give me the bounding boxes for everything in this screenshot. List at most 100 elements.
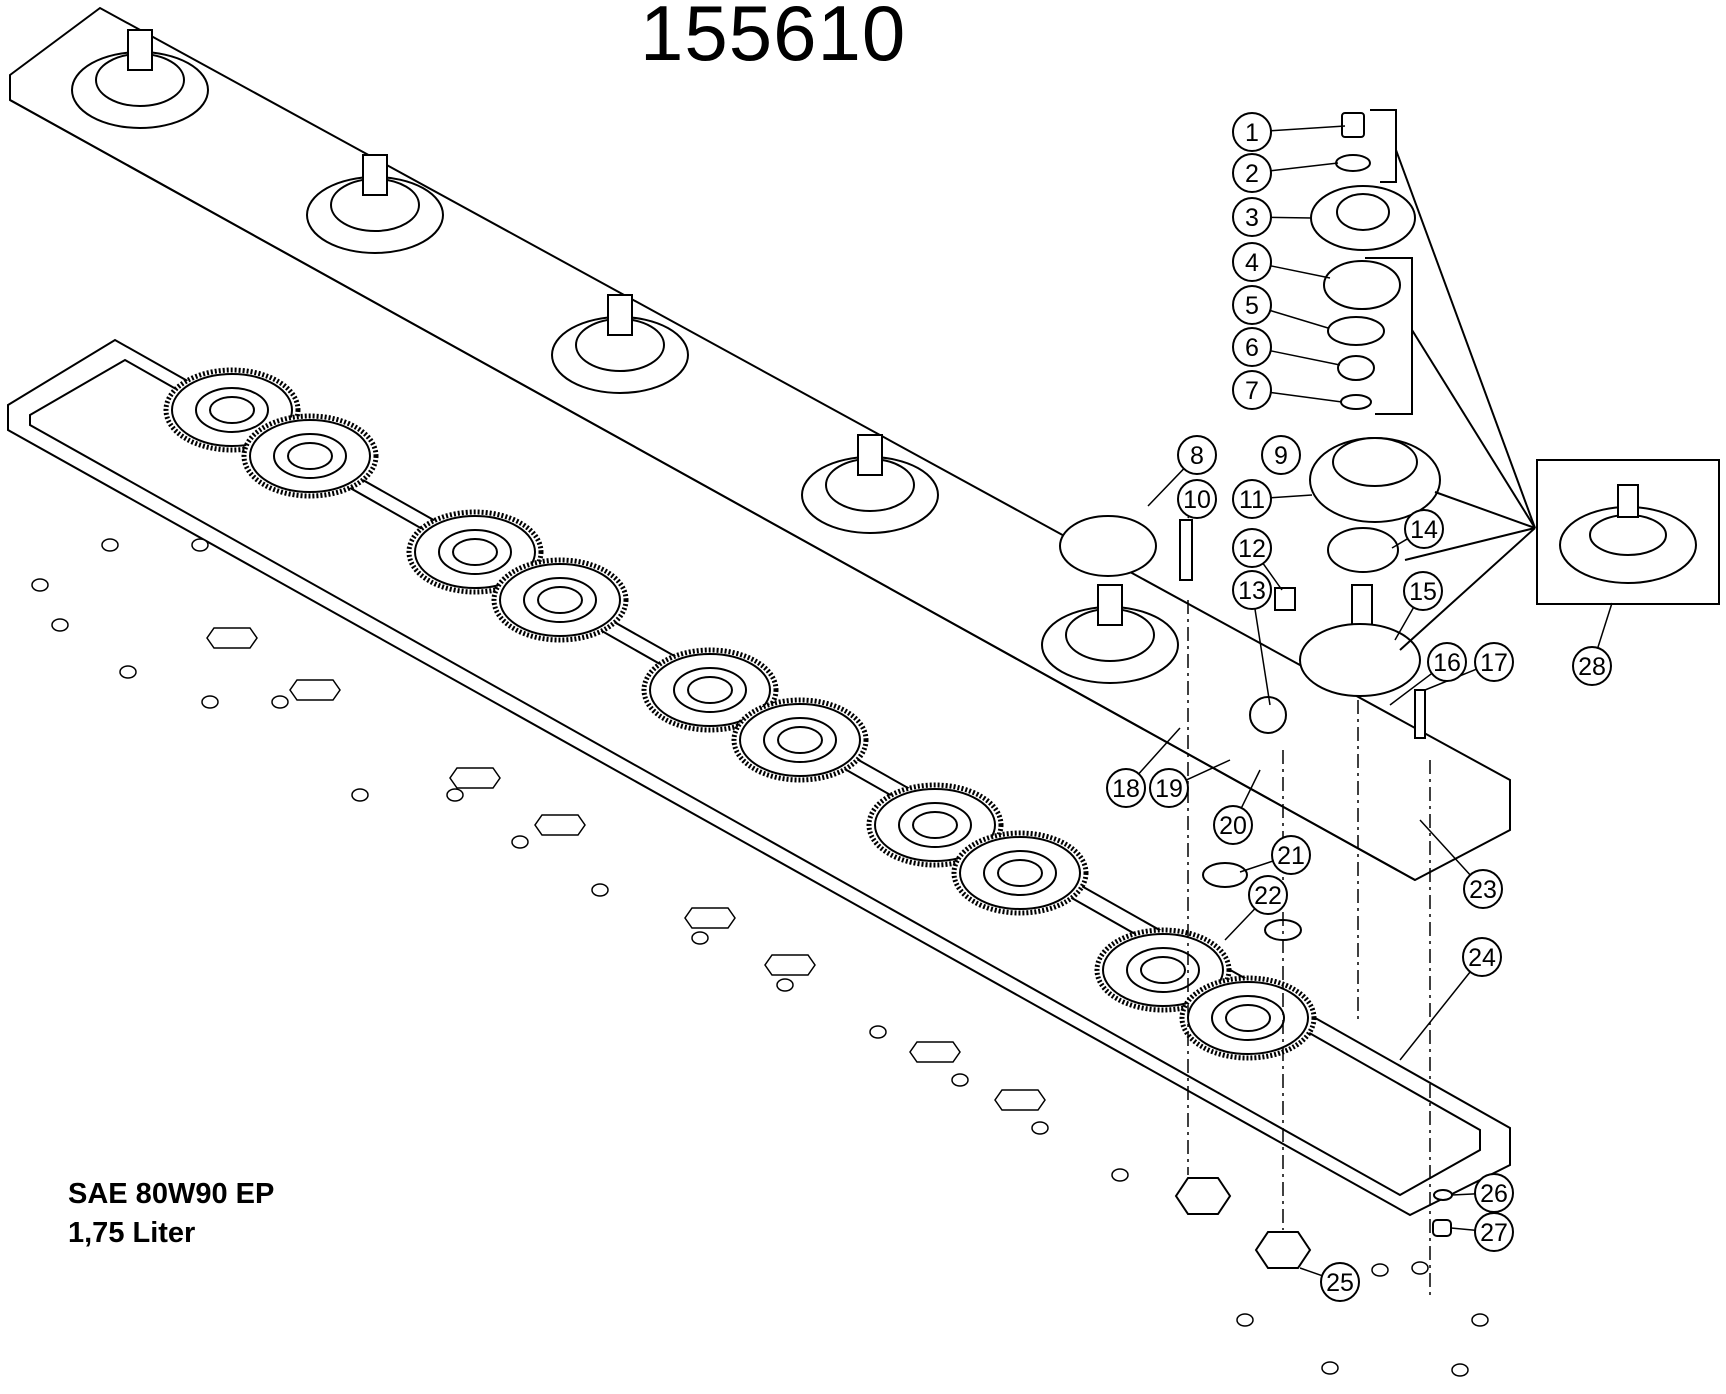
drive-unit [71, 29, 209, 129]
small-nut [1471, 1313, 1489, 1327]
callout-label: 22 [1254, 882, 1282, 910]
callout-label: 2 [1245, 160, 1259, 188]
large-nut [206, 627, 258, 649]
pinion-part-15 [1299, 623, 1421, 697]
small-nut [446, 788, 464, 802]
large-nut [994, 1089, 1046, 1111]
callout-27: 27 [1474, 1212, 1514, 1252]
callout-label: 4 [1245, 249, 1259, 277]
callout-16: 16 [1427, 642, 1467, 682]
small-nut [119, 665, 137, 679]
small-nut [1411, 1261, 1429, 1275]
callout-2: 2 [1232, 153, 1272, 193]
callout-label: 20 [1219, 812, 1247, 840]
callout-24: 24 [1462, 937, 1502, 977]
callout-label: 27 [1480, 1219, 1508, 1247]
callout-26: 26 [1474, 1173, 1514, 1213]
gear [1094, 927, 1232, 1013]
flange-part-8 [1059, 515, 1157, 577]
callout-23: 23 [1463, 869, 1503, 909]
ring-part-21 [1202, 862, 1248, 888]
callout-label: 21 [1277, 842, 1305, 870]
small-nut [511, 835, 529, 849]
nut-part-12 [1274, 587, 1296, 611]
callout-label: 5 [1245, 292, 1259, 320]
small-nut [591, 883, 609, 897]
callout-8: 8 [1177, 435, 1217, 475]
drive-unit [801, 434, 939, 534]
callout-label: 25 [1326, 1269, 1354, 1297]
bearing-part-4 [1323, 260, 1401, 310]
drawing-number: 155610 [640, 0, 907, 77]
gear [866, 782, 1004, 868]
callout-label: 11 [1239, 486, 1265, 514]
callout-12: 12 [1232, 528, 1272, 568]
detail-box-28 [1536, 459, 1720, 605]
drive-unit [306, 154, 444, 254]
group-brackets [1365, 109, 1536, 651]
gear [406, 509, 544, 595]
assembly-axes [1187, 600, 1431, 1300]
small-nut [51, 618, 69, 632]
large-nut [909, 1041, 961, 1063]
callout-label: 15 [1409, 578, 1437, 606]
callout-label: 6 [1245, 334, 1259, 362]
callout-1: 1 [1232, 112, 1272, 152]
small-nut [271, 695, 289, 709]
small-nut [1371, 1263, 1389, 1277]
drive-unit [1041, 584, 1179, 684]
small-nut [201, 695, 219, 709]
small-nut [101, 538, 119, 552]
nut-part-1 [1341, 112, 1365, 138]
callout-label: 10 [1183, 486, 1211, 514]
bearing-part-14 [1327, 527, 1399, 573]
large-nut [534, 814, 586, 836]
sleeve-part-13 [1249, 696, 1287, 734]
callout-18: 18 [1106, 768, 1146, 808]
washer-part-2 [1335, 154, 1371, 172]
large-nut [764, 954, 816, 976]
bolt-part-10 [1179, 519, 1193, 581]
small-nut [1031, 1121, 1049, 1135]
flange-bore [1336, 193, 1390, 231]
callout-5: 5 [1232, 285, 1272, 325]
small-nut [869, 1025, 887, 1039]
callout-14: 14 [1404, 509, 1444, 549]
callout-label: 28 [1578, 653, 1606, 681]
callout-11: 11 [1232, 479, 1272, 519]
oil-volume-note: 1,75 Liter [68, 1217, 196, 1249]
callout-label: 19 [1155, 775, 1183, 803]
nut-part-25 [1254, 1231, 1312, 1269]
small-nut [951, 1073, 969, 1087]
callout-label: 8 [1190, 442, 1204, 470]
lower-nut [1174, 1177, 1232, 1215]
gear [951, 830, 1089, 916]
small-nut [776, 978, 794, 992]
gear-train [163, 367, 1317, 1061]
housing-bore [1332, 437, 1418, 487]
callout-19: 19 [1149, 768, 1189, 808]
callout-label: 18 [1112, 775, 1140, 803]
callout-6: 6 [1232, 327, 1272, 367]
seal-part-26 [1433, 1189, 1453, 1201]
small-nut [191, 538, 209, 552]
plug-part-27 [1432, 1219, 1452, 1237]
callout-15: 15 [1403, 571, 1443, 611]
callout-13: 13 [1232, 570, 1272, 610]
exploded-assembly [1059, 112, 1453, 1269]
gear [1179, 975, 1317, 1061]
callout-label: 16 [1433, 649, 1461, 677]
gear [641, 647, 779, 733]
callout-label: 24 [1468, 944, 1496, 972]
large-nut [684, 907, 736, 929]
pin-part-17 [1414, 689, 1426, 739]
small-nut [351, 788, 369, 802]
gear [731, 697, 869, 783]
small-nut [691, 931, 709, 945]
callout-label: 7 [1245, 377, 1259, 405]
callout-10: 10 [1177, 479, 1217, 519]
callout-22: 22 [1248, 875, 1288, 915]
